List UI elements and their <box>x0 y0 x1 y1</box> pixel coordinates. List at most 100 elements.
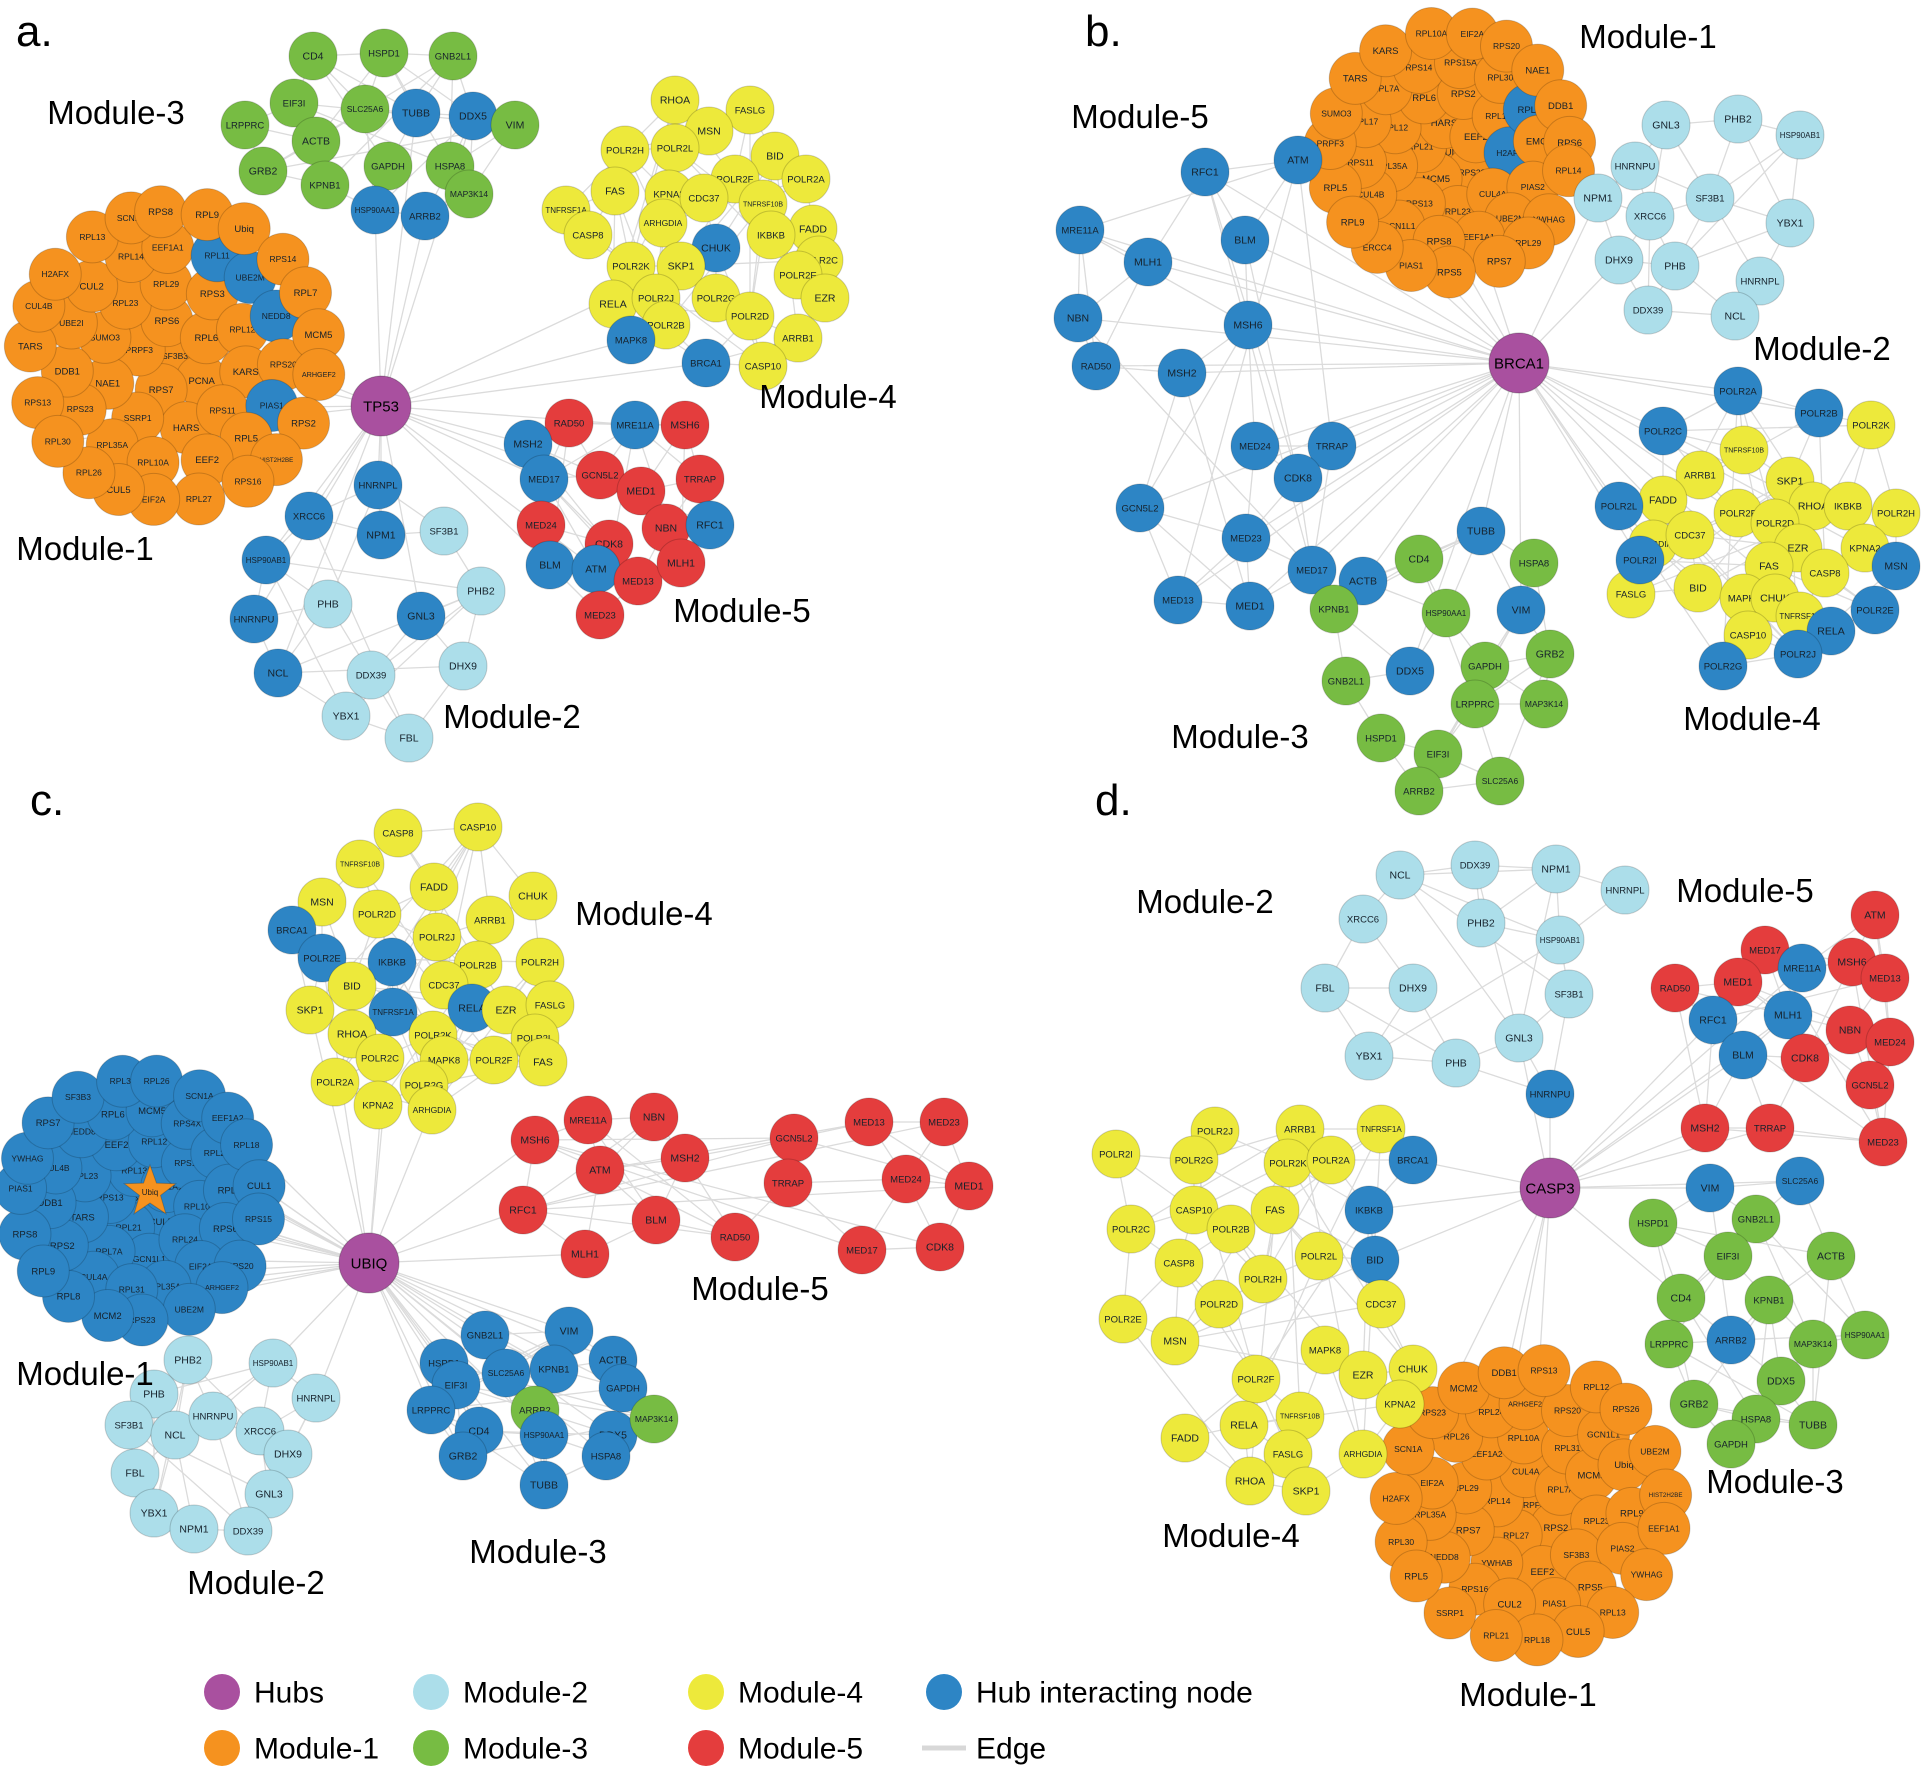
svg-text:NCL: NCL <box>1724 311 1745 323</box>
node-RPS16: RPS16 <box>221 454 275 508</box>
svg-text:HSP90AA1: HSP90AA1 <box>524 1431 565 1440</box>
svg-text:UBE2I: UBE2I <box>59 318 84 328</box>
node-GCN5L2: GCN5L2 <box>1845 1060 1895 1110</box>
svg-text:POLR2D: POLR2D <box>1200 1299 1238 1310</box>
svg-text:CASP8: CASP8 <box>572 230 603 241</box>
node-RPL21: RPL21 <box>1469 1608 1523 1662</box>
svg-text:ARRB1: ARRB1 <box>474 915 506 926</box>
svg-text:RPS8: RPS8 <box>13 1229 38 1240</box>
node-layer: CUL5RPS23MCM5RPL21HARSEEF2RPL23RPS13RPL3… <box>1053 6 1921 816</box>
svg-text:PHB2: PHB2 <box>1724 114 1752 126</box>
node-FADD: FADD <box>409 862 459 912</box>
svg-text:RPS2: RPS2 <box>1451 89 1476 100</box>
svg-text:POLR2J: POLR2J <box>1780 649 1816 660</box>
svg-text:MSH6: MSH6 <box>1837 957 1866 969</box>
svg-text:RPL6: RPL6 <box>101 1110 125 1121</box>
node-SLC25A6: SLC25A6 <box>481 1348 531 1398</box>
svg-text:POLR2J: POLR2J <box>1197 1126 1233 1137</box>
svg-text:EIF2A: EIF2A <box>142 494 166 504</box>
node-PHB: PHB <box>1431 1038 1481 1088</box>
svg-text:MSH2: MSH2 <box>1167 368 1196 380</box>
node-VIM: VIM <box>490 100 540 150</box>
node-MSH2: MSH2 <box>660 1133 710 1183</box>
node-CASP10: CASP10 <box>738 341 788 391</box>
svg-text:NPM1: NPM1 <box>1541 864 1570 876</box>
node-H2AFX: H2AFX <box>1369 1471 1423 1525</box>
node-MED17: MED17 <box>837 1225 887 1275</box>
svg-text:MAP3K14: MAP3K14 <box>450 189 489 199</box>
svg-text:NPM1: NPM1 <box>1583 193 1612 205</box>
node-HSPA8: HSPA8 <box>1509 538 1559 588</box>
node-POLR2A: POLR2A <box>1306 1135 1356 1185</box>
svg-text:IKBKB: IKBKB <box>757 230 785 241</box>
svg-text:PIAS1: PIAS1 <box>260 401 284 411</box>
node-ARHGDIA: ARHGDIA <box>638 198 688 248</box>
svg-text:KPNB1: KPNB1 <box>1318 604 1349 615</box>
svg-text:Ubiq: Ubiq <box>142 1188 158 1197</box>
node-EZR: EZR <box>1338 1350 1388 1400</box>
node-MLH1: MLH1 <box>1763 990 1813 1040</box>
svg-text:SLC25A6: SLC25A6 <box>1782 1176 1819 1186</box>
svg-text:DHX9: DHX9 <box>274 1449 302 1461</box>
node-MED13: MED13 <box>1153 575 1203 625</box>
svg-text:MED13: MED13 <box>1162 595 1194 606</box>
svg-text:HSP90AA1: HSP90AA1 <box>1845 1331 1886 1340</box>
svg-text:HIST2H2BE: HIST2H2BE <box>260 457 294 464</box>
svg-text:CASP8: CASP8 <box>1809 568 1840 579</box>
svg-text:POLR2D: POLR2D <box>731 311 769 322</box>
svg-text:DHX9: DHX9 <box>1605 255 1633 267</box>
node-POLR2E: POLR2E <box>297 933 347 983</box>
svg-text:TUBB: TUBB <box>1799 1420 1827 1432</box>
svg-text:RPL23: RPL23 <box>112 298 138 308</box>
panel-c: RPS16CUL5RPL21RPS13RPL13EEF1A1GCN1L1RPL7… <box>0 776 994 1601</box>
node-CASP10: CASP10 <box>453 802 503 852</box>
svg-text:MCM2: MCM2 <box>94 1311 122 1322</box>
node-SF3B1: SF3B1 <box>1685 173 1735 223</box>
node-CDC37: CDC37 <box>679 173 729 223</box>
svg-text:SKP1: SKP1 <box>297 1005 324 1017</box>
node-POLR2E: POLR2E <box>1850 585 1900 635</box>
svg-text:HSPA8: HSPA8 <box>1741 1414 1771 1425</box>
node-KPNA2: KPNA2 <box>1375 1379 1425 1429</box>
node-UBE2M: UBE2M <box>1628 1424 1682 1478</box>
svg-text:MED1: MED1 <box>1235 601 1264 613</box>
svg-text:SCN1A: SCN1A <box>1394 1444 1423 1454</box>
svg-text:EZR: EZR <box>1788 543 1809 555</box>
svg-text:HNRNPL: HNRNPL <box>296 1393 335 1404</box>
svg-text:KARS: KARS <box>1373 46 1399 57</box>
legend-label: Hubs <box>254 1677 324 1710</box>
panel-a: SF3B3PCNARPS7PRPF3RPS6RPL6HARSSSRP1NAE1S… <box>3 7 897 763</box>
svg-text:POLR2J: POLR2J <box>419 932 455 943</box>
svg-text:KPNA2: KPNA2 <box>1384 1399 1415 1410</box>
node-YWHAG: YWHAG <box>1620 1548 1674 1602</box>
node-FBL: FBL <box>1300 963 1350 1013</box>
svg-text:RPL18: RPL18 <box>1524 1635 1550 1645</box>
node-FAS: FAS <box>518 1037 568 1087</box>
node-HSP90AA1: HSP90AA1 <box>519 1410 569 1460</box>
svg-text:MAPK8: MAPK8 <box>1309 1345 1341 1356</box>
svg-text:POLR2K: POLR2K <box>1852 420 1890 431</box>
svg-text:GAPDH: GAPDH <box>1714 1439 1748 1450</box>
svg-text:EIF3I: EIF3I <box>445 1380 468 1391</box>
module-label: Module-1 <box>16 530 154 567</box>
svg-text:VIM: VIM <box>560 1326 579 1338</box>
svg-text:BID: BID <box>343 981 361 993</box>
svg-text:CUL1: CUL1 <box>247 1181 271 1192</box>
svg-text:MCM5: MCM5 <box>304 330 332 341</box>
svg-text:RAD50: RAD50 <box>720 1232 751 1243</box>
svg-text:POLR2F: POLR2F <box>476 1055 513 1066</box>
svg-text:RPL12: RPL12 <box>229 324 255 334</box>
panel-letter: c. <box>30 776 64 825</box>
node-MED13: MED13 <box>1860 953 1910 1003</box>
node-NBN: NBN <box>1825 1005 1875 1055</box>
svg-text:PIAS1: PIAS1 <box>9 1183 33 1193</box>
svg-text:BRCA1: BRCA1 <box>690 358 722 369</box>
node-CASP8: CASP8 <box>1154 1238 1204 1288</box>
svg-text:CASP8: CASP8 <box>1163 1258 1194 1269</box>
svg-text:RPL6: RPL6 <box>1412 93 1436 104</box>
svg-text:BLM: BLM <box>1234 235 1256 247</box>
node-RPS13: RPS13 <box>1517 1344 1571 1398</box>
svg-text:UBE2M: UBE2M <box>175 1304 204 1314</box>
svg-text:MSH6: MSH6 <box>670 420 699 432</box>
